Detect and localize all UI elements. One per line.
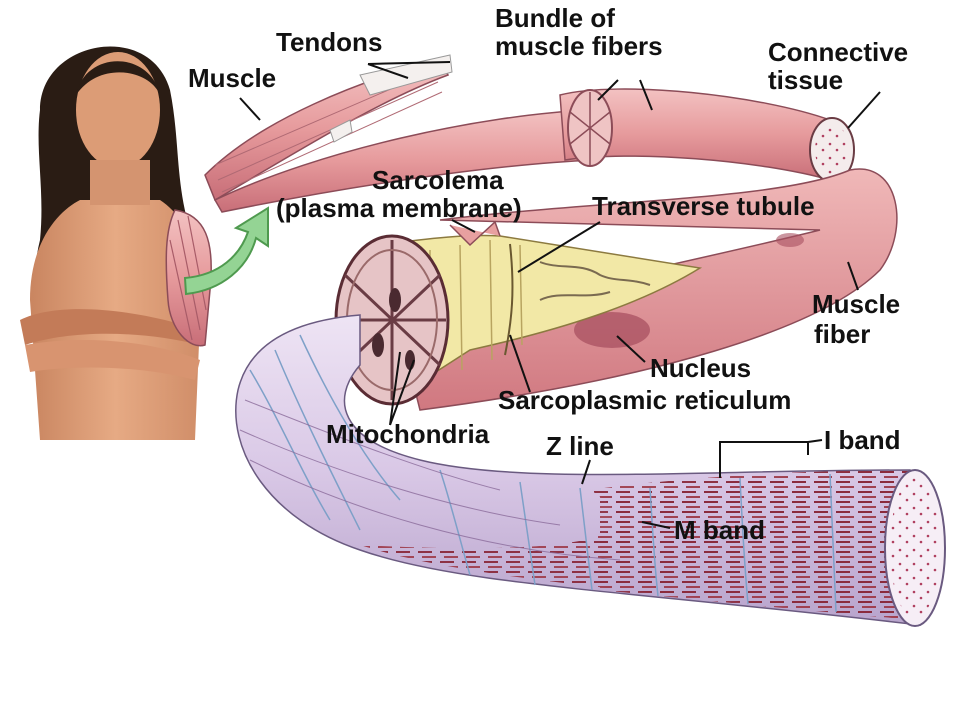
label-m-band: M band: [674, 515, 765, 545]
label-connective-line2: tissue: [768, 65, 844, 95]
sarcoplasmic-reticulum-region: [368, 220, 703, 396]
whole-muscle: [204, 54, 453, 202]
label-sarcoplasmic-reticulum: Sarcoplasmic reticulum: [498, 385, 792, 415]
label-connective-line1: Connective: [768, 37, 909, 67]
label-bundle-line2: muscle fibers: [495, 31, 663, 61]
label-sarcolema-line2: (plasma membrane): [276, 193, 522, 223]
label-muscle: Muscle: [188, 63, 277, 93]
myofibril: [235, 314, 946, 627]
label-tendons: Tendons: [276, 27, 383, 57]
human-figure: [20, 46, 212, 440]
label-muscle-fiber-line2: fiber: [814, 319, 871, 349]
label-sarcolema-line1: Sarcolema: [372, 165, 504, 195]
green-arrow-icon: [183, 206, 269, 296]
label-z-line: Z line: [546, 431, 614, 461]
label-i-band: I band: [824, 425, 901, 455]
muscle-fiber-bundle: [213, 88, 855, 213]
label-muscle-fiber-line1: Muscle: [812, 289, 901, 319]
label-transverse-tubule: Transverse tubule: [592, 191, 815, 221]
label-mitochondria: Mitochondria: [326, 419, 490, 449]
leader-lines: [239, 61, 881, 529]
label-bundle-line1: Bundle of: [495, 3, 615, 33]
label-nucleus: Nucleus: [650, 353, 752, 383]
